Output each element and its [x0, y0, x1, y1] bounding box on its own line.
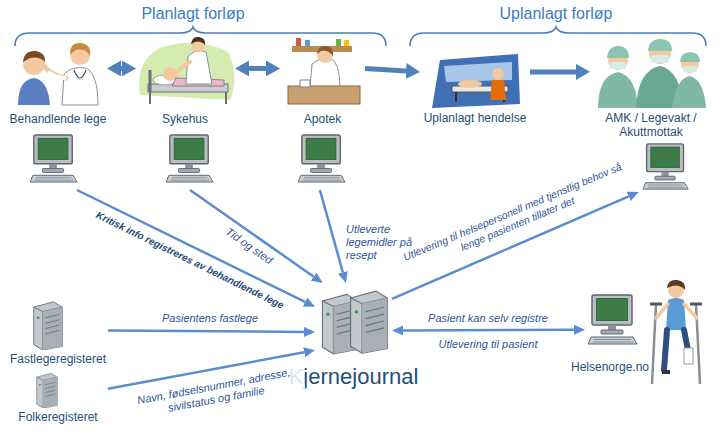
node-label: Behandlende lege: [8, 112, 108, 126]
core-record-node: Kjernejournal: [315, 283, 392, 362]
node-label: Folkeregisteret: [8, 410, 108, 424]
connector: [121, 66, 122, 71]
connector: [249, 66, 266, 71]
node-label: Helsenorge.no: [565, 360, 655, 374]
connector: [365, 68, 406, 71]
accident-icon: [432, 54, 520, 108]
surgeons-icon: [598, 39, 706, 108]
hospital-icon: [139, 37, 234, 104]
pharmacy-node: Apotek: [280, 38, 365, 190]
doctor-icon: [18, 43, 98, 105]
node-label: AMK / Legevakt / Akuttmottak: [590, 111, 712, 139]
edge-note: Utlevering til pasient: [438, 338, 537, 350]
connector: [403, 328, 574, 331]
section-heading: Planlagt forløp: [141, 5, 244, 23]
node-label: Apotek: [280, 112, 365, 126]
hospital-node: Sykehus: [135, 38, 235, 190]
bracket: [15, 27, 706, 46]
doctor-node: Behandlende lege: [8, 38, 108, 190]
person-icon: [650, 280, 702, 384]
registry-node: Fastlegeregisteret: [8, 298, 108, 370]
node-label: Kjernejournal: [289, 364, 419, 390]
connector: [530, 69, 576, 74]
edge-label: Utlevering til helsepersonell med tjenst…: [398, 159, 633, 278]
connector: [108, 330, 304, 332]
edge-label: Pasientens fastlege: [148, 312, 272, 325]
section-heading: Uplanlagt forløp: [500, 5, 613, 23]
node-label: Sykehus: [135, 112, 235, 126]
edge-label: Navn, fødselsnummer, adresse, sivilstatu…: [125, 364, 306, 422]
pharmacy-icon: [288, 38, 360, 104]
connector: [320, 190, 343, 272]
node-label: Uplanlagt hendelse: [420, 111, 530, 125]
node-label: Fastlegeregisteret: [8, 352, 108, 366]
incident-node: Uplanlagt hendelse: [420, 45, 530, 135]
registry-node: Folkeregisteret: [8, 372, 108, 428]
edge-label: Tid og sted: [215, 219, 283, 272]
edge-label: Pasient kan selv registre: [396, 312, 580, 325]
portal-node: Helsenorge.no: [585, 278, 707, 388]
